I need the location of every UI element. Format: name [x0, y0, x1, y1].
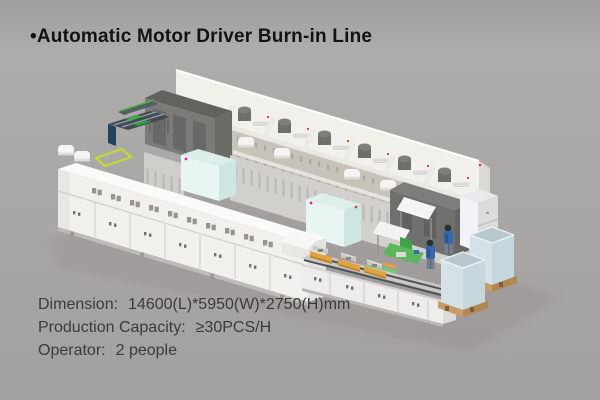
- infeed-conveyor: [108, 99, 170, 146]
- spec-capacity-value: ≥30PCS/H: [195, 319, 272, 336]
- spec-dimension-value: 14600(L)*5950(W)*2750(H)mm: [128, 296, 351, 313]
- spec-capacity: Production Capacity: ≥30PCS/H: [38, 316, 350, 339]
- spec-capacity-label: Production Capacity:: [38, 319, 186, 336]
- spec-operator-label: Operator:: [38, 342, 106, 359]
- spec-dimension-label: Dimension:: [38, 296, 119, 313]
- burn-in-tunnel-oven: [57, 145, 326, 306]
- safety-fence: [94, 147, 133, 168]
- spec-operator-value: 2 people: [115, 342, 177, 359]
- spec-dimension: Dimension: 14600(L)*5950(W)*2750(H)mm: [38, 293, 350, 316]
- spec-operator: Operator: 2 people: [38, 339, 350, 362]
- pallet-bin-front: [438, 251, 488, 317]
- work-cells: [361, 197, 436, 282]
- spec-list: Dimension: 14600(L)*5950(W)*2750(H)mm Pro…: [38, 293, 350, 362]
- test-chamber-left: [181, 149, 236, 201]
- slide-title: •Automatic Motor Driver Burn-in Line: [30, 26, 373, 47]
